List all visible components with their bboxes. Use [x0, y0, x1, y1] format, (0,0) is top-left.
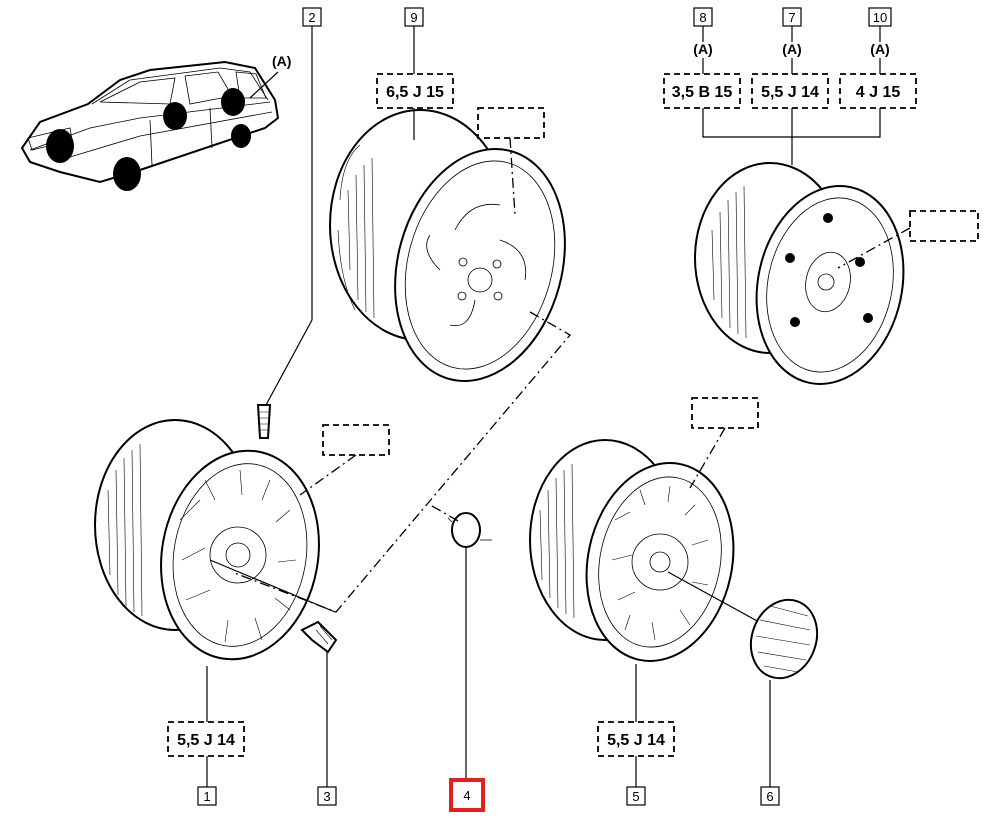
- size-text-10: 4 J 15: [856, 84, 901, 101]
- callout-4-label: 4: [463, 788, 470, 803]
- wheel-bolt: [300, 620, 338, 654]
- wheel-steel-top-right: [694, 162, 905, 385]
- size-text-5: 5,5 J 14: [607, 732, 665, 749]
- size-label-10: 4 J 15: [839, 73, 917, 109]
- size-text-9: 6,5 J 15: [386, 84, 444, 101]
- marker-a-7: (A): [782, 41, 801, 57]
- callout-8[interactable]: 8: [693, 7, 713, 27]
- car-wheel-front: [46, 88, 251, 191]
- hub-cap: [749, 598, 819, 680]
- empty-box-wheel-top-right: [909, 210, 979, 242]
- callout-9-label: 9: [410, 10, 417, 25]
- car-illustration: (A): [20, 53, 291, 191]
- callout-8-label: 8: [699, 10, 706, 25]
- size-label-7: 5,5 J 14: [751, 73, 829, 109]
- size-text-1: 5,5 J 14: [177, 732, 235, 749]
- size-text-7: 5,5 J 14: [761, 84, 819, 101]
- centre-cap-small: [447, 512, 492, 548]
- callout-2-label: 2: [308, 10, 315, 25]
- callout-7-label: 7: [788, 10, 795, 25]
- callout-9[interactable]: 9: [404, 7, 424, 27]
- valve-stem: [256, 404, 272, 439]
- callout-4-highlighted[interactable]: 4: [449, 778, 485, 812]
- size-label-8: 3,5 B 15: [663, 73, 741, 109]
- wheel-9-alloy: [329, 109, 566, 382]
- callout-10-label: 10: [873, 10, 887, 25]
- callout-5[interactable]: 5: [626, 786, 646, 806]
- empty-box-wheel-9: [477, 107, 545, 139]
- callout-7[interactable]: 7: [782, 7, 802, 27]
- size-text-8: 3,5 B 15: [672, 84, 733, 101]
- wheel-5-spoked: [529, 439, 771, 662]
- callout-10[interactable]: 10: [868, 7, 892, 27]
- callout-1-label: 1: [203, 789, 210, 804]
- empty-reference-boxes: [322, 107, 979, 456]
- callout-3[interactable]: 3: [317, 786, 337, 806]
- empty-box-wheel-1: [322, 424, 390, 456]
- callout-6[interactable]: 6: [760, 786, 780, 806]
- size-label-1: 5,5 J 14: [167, 721, 245, 757]
- empty-box-wheel-5: [691, 397, 759, 429]
- marker-a-10: (A): [870, 41, 889, 57]
- car-marker-a: (A): [272, 53, 291, 69]
- leader-lines: [206, 26, 911, 787]
- callout-3-label: 3: [323, 789, 330, 804]
- callout-1[interactable]: 1: [197, 786, 217, 806]
- callout-6-label: 6: [766, 789, 773, 804]
- callout-5-label: 5: [632, 789, 639, 804]
- wheel-1-spoked: [94, 419, 336, 661]
- marker-a-8: (A): [693, 41, 712, 57]
- size-label-5: 5,5 J 14: [597, 721, 675, 757]
- callout-2[interactable]: 2: [302, 7, 322, 27]
- size-label-9: 6,5 J 15: [376, 73, 454, 109]
